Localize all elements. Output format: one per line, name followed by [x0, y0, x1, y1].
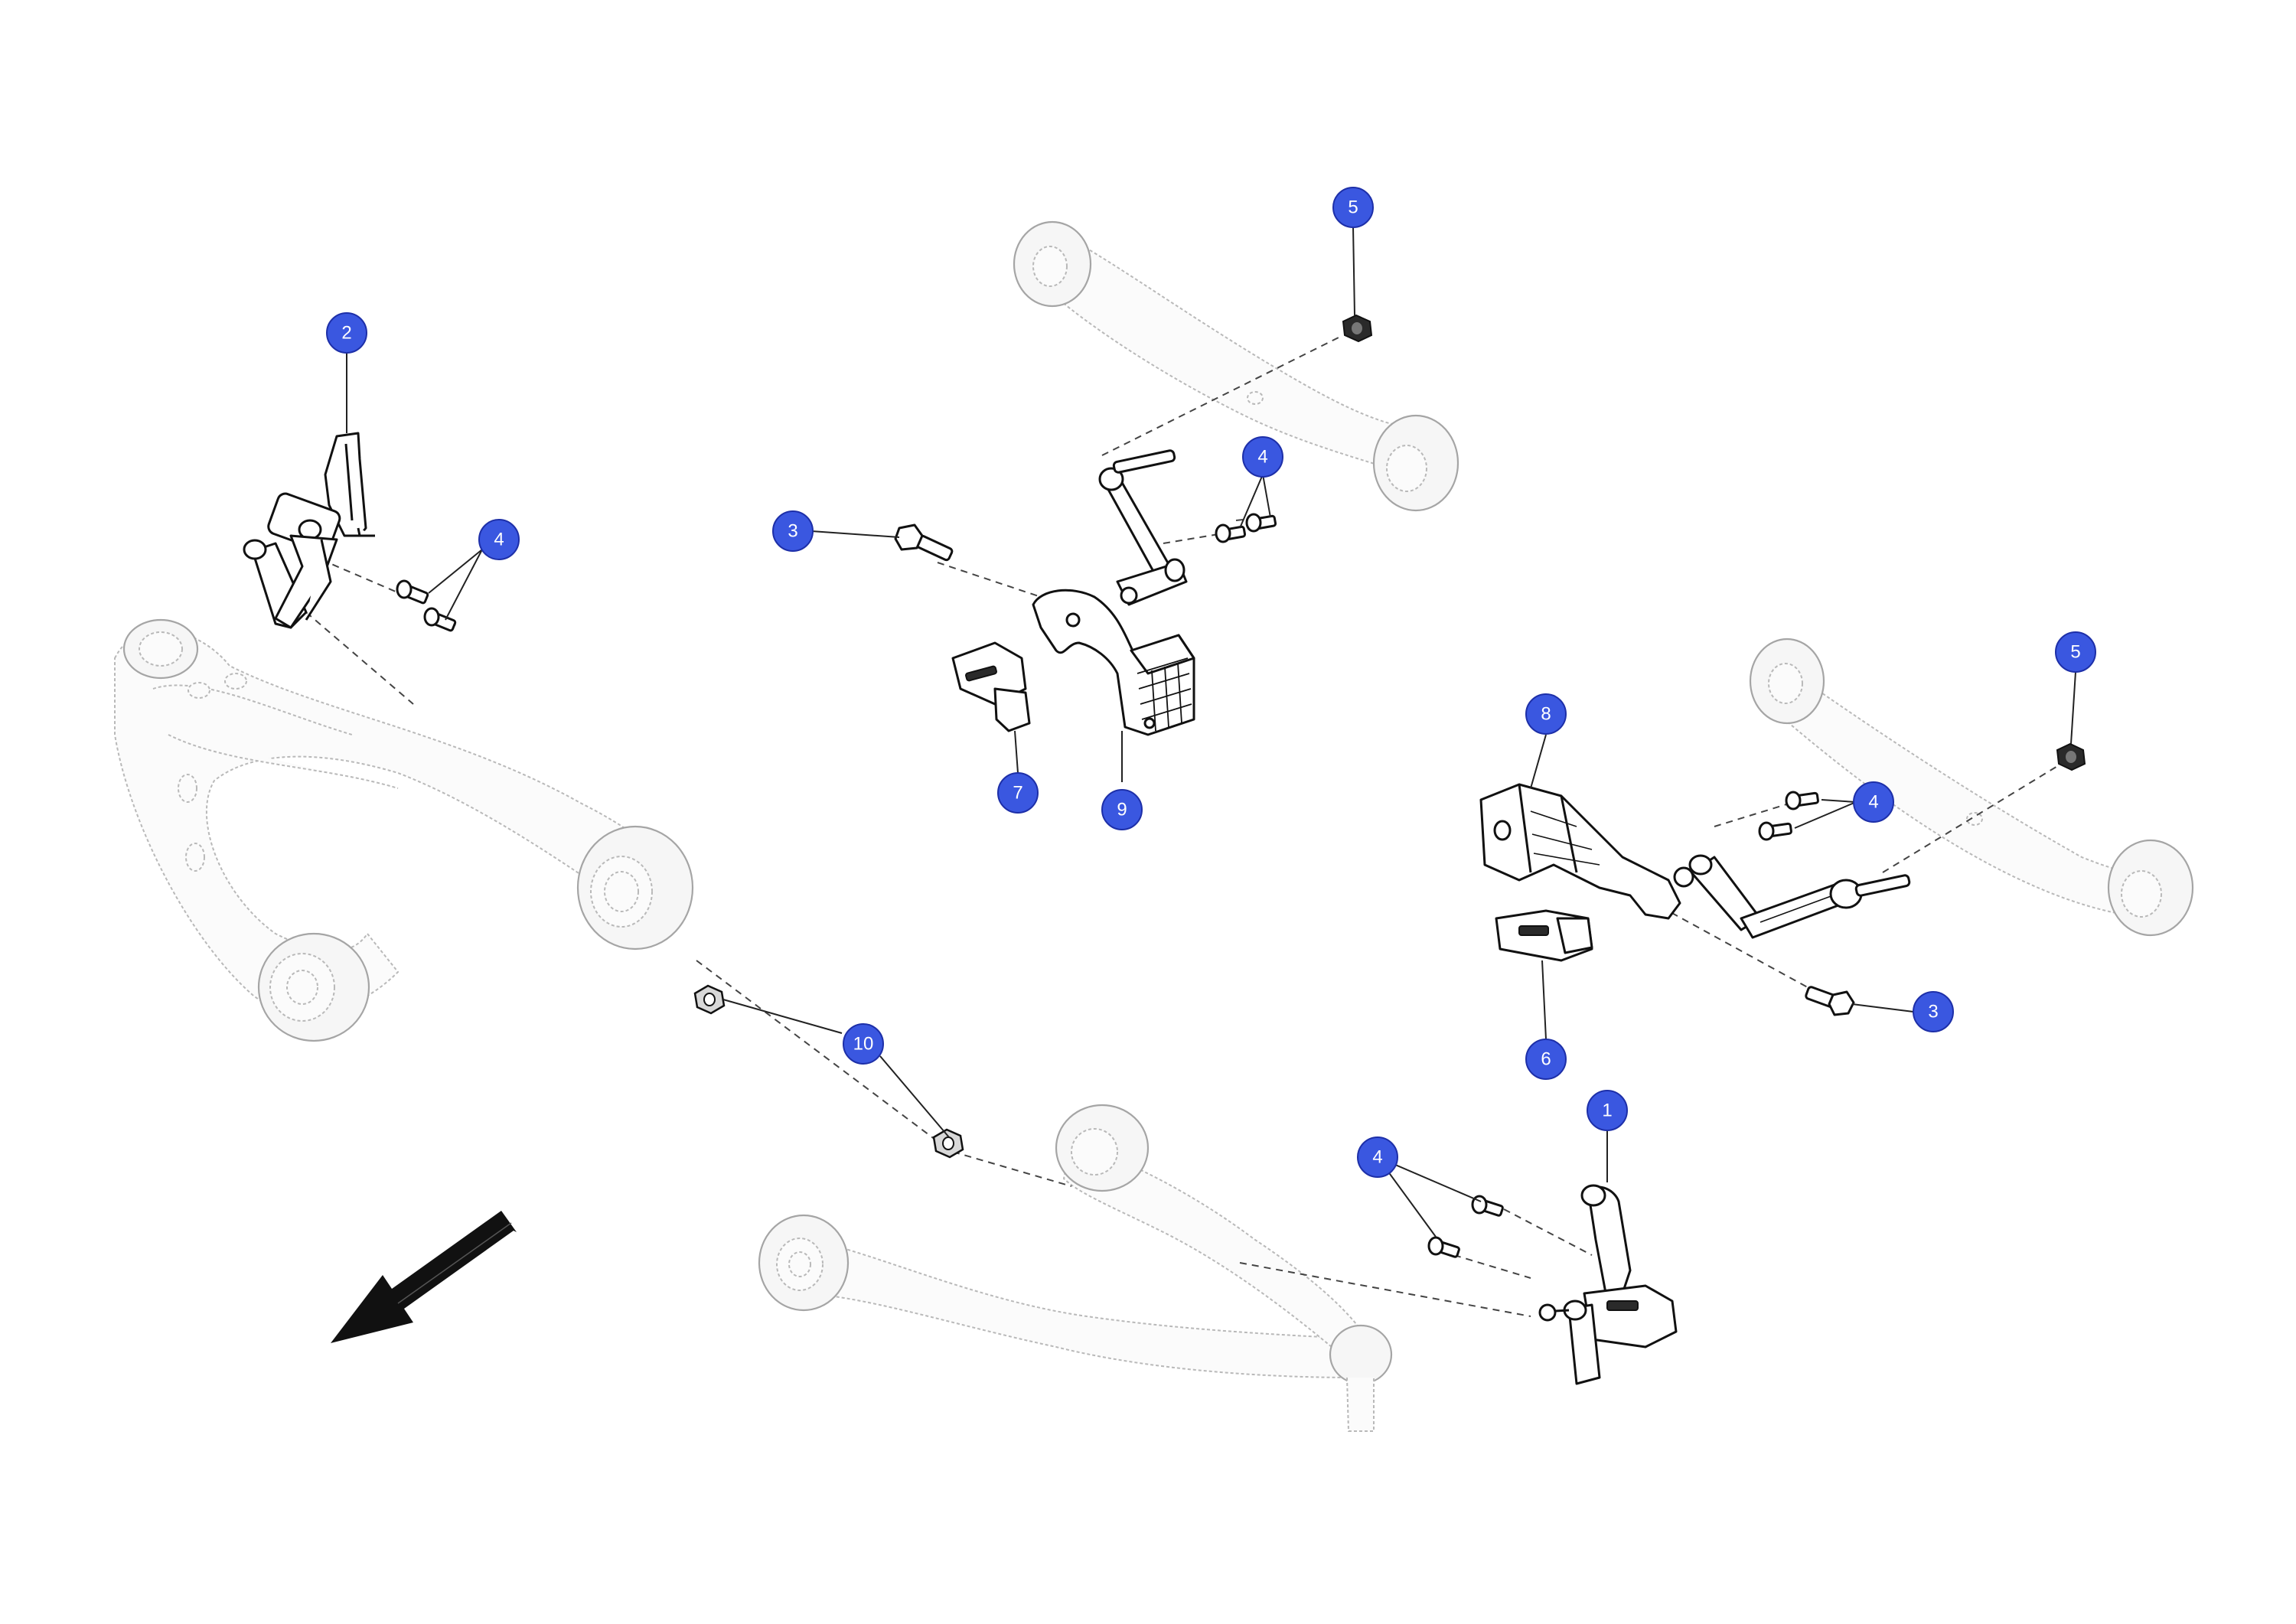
callout-label: 10 [853, 1034, 874, 1055]
callout-label: 7 [1013, 783, 1022, 804]
callout-label: 5 [2070, 642, 2080, 663]
ghost-upper-control-arm-bottom [758, 1104, 1393, 1432]
callout-9[interactable]: 9 [1101, 789, 1143, 830]
callout-circle [326, 312, 367, 354]
callout-3[interactable]: 3 [772, 510, 814, 552]
flange-bolt [894, 523, 954, 562]
callout-circle [997, 772, 1039, 814]
callout-label: 4 [494, 530, 504, 550]
callout-label: 1 [1602, 1101, 1612, 1121]
bracket-part-8 [1479, 783, 1681, 920]
callout-circle [1242, 436, 1283, 478]
bolt-small [1471, 1195, 1504, 1217]
callout-label: 5 [1348, 197, 1358, 218]
callout-label: 6 [1541, 1049, 1551, 1070]
bolt-small [423, 607, 457, 632]
callout-4[interactable]: 4 [1242, 436, 1283, 478]
callout-label: 3 [1928, 1002, 1938, 1022]
hex-nut [1342, 314, 1373, 343]
callout-label: 8 [1541, 704, 1551, 725]
hardware [396, 314, 2086, 1258]
callout-4[interactable]: 4 [1853, 781, 1894, 823]
callout-circle [1101, 789, 1143, 830]
callouts: 2 4 3 5 4 7 9 5 [326, 187, 2096, 1178]
bolt-small [1427, 1236, 1460, 1258]
callout-label: 4 [1868, 792, 1878, 813]
callout-label: 9 [1117, 800, 1127, 820]
bolt-small [396, 579, 429, 605]
arrow-down-left-icon [331, 1211, 517, 1343]
callout-circle [1853, 781, 1894, 823]
ghost-lower-link-top [1013, 220, 1459, 512]
level-sensor-part-1 [1538, 1184, 1678, 1385]
callout-circle [1525, 1039, 1567, 1080]
callout-10[interactable]: 10 [843, 1023, 884, 1065]
callout-circle [478, 519, 520, 560]
callout-label: 4 [1257, 447, 1267, 468]
callout-1[interactable]: 1 [1587, 1090, 1628, 1131]
bracket-part-9 [1032, 589, 1195, 736]
hex-nut [932, 1128, 964, 1159]
hex-nut [693, 984, 726, 1015]
bolt-small [1758, 821, 1792, 841]
callout-3[interactable]: 3 [1913, 991, 1954, 1032]
callout-4[interactable]: 4 [478, 519, 520, 560]
callout-4[interactable]: 4 [1357, 1136, 1398, 1178]
callout-5[interactable]: 5 [2055, 631, 2096, 673]
ghost-upper-control-arm-left [114, 618, 694, 1042]
callout-circle [1357, 1136, 1398, 1178]
sensor-part-6 [1495, 909, 1593, 962]
linkage-arm-right [1673, 854, 1911, 939]
bolt-small [1245, 513, 1277, 533]
callout-5[interactable]: 5 [1332, 187, 1374, 228]
callout-label: 4 [1372, 1147, 1382, 1168]
callout-circle [2055, 631, 2096, 673]
callout-circle [1525, 693, 1567, 735]
callout-circle [772, 510, 814, 552]
callout-8[interactable]: 8 [1525, 693, 1567, 735]
callout-circle [1913, 991, 1954, 1032]
hex-nut [2056, 742, 2086, 771]
callout-circle [843, 1023, 884, 1065]
bolt-small [1215, 523, 1247, 543]
linkage-arm-top [1098, 449, 1188, 606]
callout-circle [1332, 187, 1374, 228]
callout-2[interactable]: 2 [326, 312, 367, 354]
sensor-part-7 [951, 641, 1031, 732]
callout-label: 3 [788, 521, 797, 542]
callout-6[interactable]: 6 [1525, 1039, 1567, 1080]
callout-label: 2 [341, 323, 351, 344]
callout-7[interactable]: 7 [997, 772, 1039, 814]
bolt-small [1785, 791, 1819, 810]
level-sensor-part-2 [243, 432, 375, 629]
flange-bolt [1805, 986, 1855, 1016]
callout-circle [1587, 1090, 1628, 1131]
